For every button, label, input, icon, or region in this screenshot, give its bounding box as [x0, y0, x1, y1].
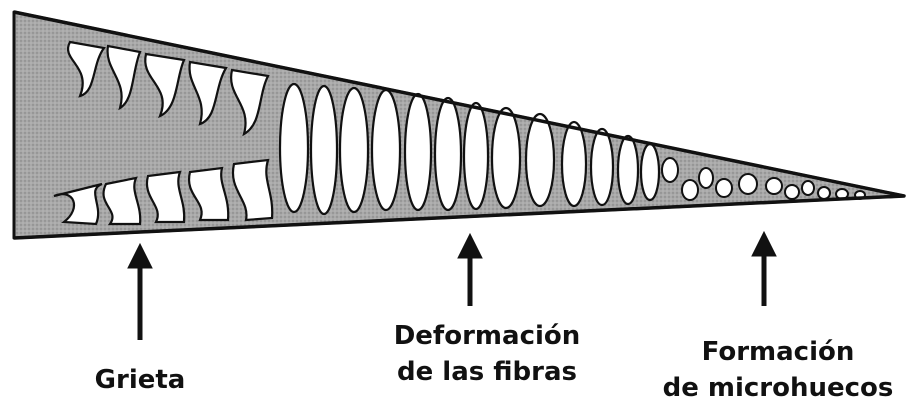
label-crack: Grieta [60, 362, 220, 398]
label-crack-text: Grieta [94, 365, 186, 395]
label-fiber-deformation-line2: de las fibras [396, 357, 577, 387]
arrow-up-icon [751, 230, 777, 306]
label-microvoid-formation-line1: Formación [701, 337, 855, 367]
crack-region [53, 40, 274, 226]
label-fiber-deformation-line1: Deformación [393, 321, 581, 351]
label-fiber-deformation: Deformación de las fibras [362, 318, 612, 390]
label-microvoid-formation-line2: de microhuecos [662, 373, 894, 403]
label-microvoid-formation: Formación de microhuecos [648, 334, 908, 406]
arrow-up-icon [127, 242, 153, 340]
arrow-up-icon [457, 232, 483, 306]
